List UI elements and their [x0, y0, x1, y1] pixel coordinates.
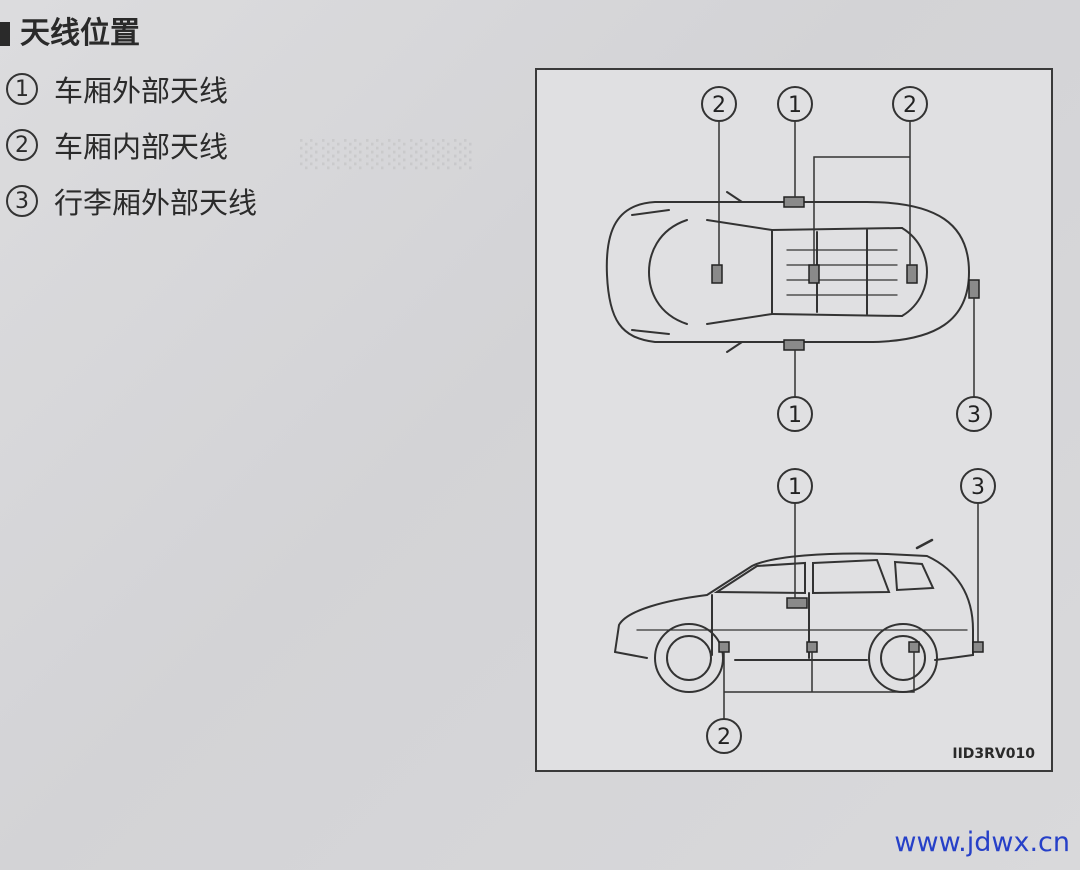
antenna-side-inner-rear: [908, 641, 920, 653]
figure-code: IID3RV010: [952, 746, 1035, 762]
legend-number: 2: [6, 129, 38, 161]
legend-label: 车厢外部天线: [54, 74, 229, 108]
legend-item-3: 3 行李厢外部天线: [6, 180, 257, 222]
legend-item-1: 1 车厢外部天线: [6, 68, 228, 110]
watermark: www.jdwx.cn: [894, 827, 1070, 858]
antenna-top-front: [783, 196, 805, 208]
callout-3-mid: 3: [967, 403, 981, 428]
section-title: 天线位置: [20, 16, 140, 51]
antenna-top-rear: [783, 339, 805, 351]
callout-3-side: 3: [971, 475, 985, 500]
callout-1-side: 1: [788, 475, 802, 500]
antenna-top-luggage: [968, 279, 980, 299]
antenna-side-inner-front: [718, 641, 730, 653]
legend-number: 3: [6, 185, 38, 217]
callout-2-bottom: 2: [717, 725, 731, 750]
antenna-side-luggage: [972, 641, 984, 653]
heading-marker: [0, 22, 10, 46]
antenna-top-inner-front: [711, 264, 723, 284]
callout-1-mid: 1: [788, 403, 802, 428]
callout-1-top: 1: [788, 93, 802, 118]
section-heading: 天线位置: [0, 8, 140, 52]
antenna-side-exterior: [786, 597, 808, 609]
side-view-car: [614, 538, 974, 693]
legend-label: 行李厢外部天线: [54, 186, 258, 220]
callout-2-top-left: 2: [712, 93, 726, 118]
antenna-top-inner-rear: [906, 264, 918, 284]
callout-2-top-right: 2: [903, 93, 917, 118]
antenna-location-figure: 2 1 2 1 3 1 3 2 IID3RV010: [535, 68, 1053, 772]
legend-label: 车厢内部天线: [54, 130, 229, 164]
legend-item-2: 2 车厢内部天线: [6, 124, 228, 166]
top-view-car: [605, 191, 971, 353]
legend-number: 1: [6, 73, 38, 105]
antenna-side-inner-mid: [806, 641, 818, 653]
antenna-top-inner-mid: [808, 264, 820, 284]
bleed-through-text: ░░░░░░░░: [300, 140, 476, 170]
antenna-diagram: 2 1 2 1 3 1 3 2: [605, 86, 996, 754]
